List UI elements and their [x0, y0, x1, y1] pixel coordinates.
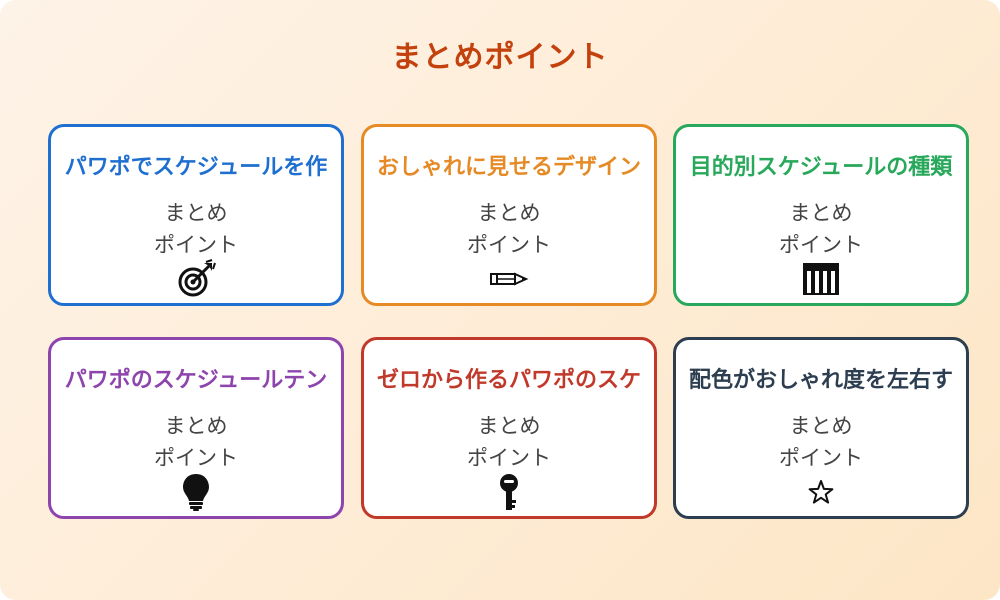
pencil-icon — [364, 259, 654, 299]
card-subtitle-line2: ポイント — [779, 233, 863, 257]
summary-card-3: 目的別スケジュールの種類 まとめ ポイント — [673, 124, 969, 306]
card-subtitle-line2: ポイント — [467, 233, 551, 257]
card-subtitle-line2: ポイント — [154, 233, 238, 257]
card-subtitle: まとめ ポイント — [51, 197, 341, 261]
card-subtitle-line1: まとめ — [789, 414, 853, 438]
card-subtitle-line1: まとめ — [477, 201, 541, 225]
card-subtitle: まとめ ポイント — [51, 410, 341, 474]
card-subtitle-line1: まとめ — [789, 201, 853, 225]
card-title: ゼロから作るパワポのスケ — [376, 368, 641, 393]
card-title: パワポでスケジュールを作 — [64, 155, 328, 180]
card-subtitle-line2: ポイント — [154, 446, 238, 470]
card-subtitle-line1: まとめ — [477, 414, 541, 438]
card-title: 目的別スケジュールの種類 — [689, 155, 953, 180]
card-subtitle: まとめ ポイント — [364, 410, 654, 474]
piano-icon — [676, 259, 966, 299]
star-icon — [676, 472, 966, 512]
card-title: パワポのスケジュールテン — [64, 368, 328, 393]
card-subtitle-line1: まとめ — [164, 201, 228, 225]
card-subtitle: まとめ ポイント — [364, 197, 654, 261]
target-icon — [51, 259, 341, 299]
summary-card-4: パワポのスケジュールテン まとめ ポイント — [48, 337, 344, 519]
card-subtitle: まとめ ポイント — [676, 197, 966, 261]
card-title: 配色がおしゃれ度を左右す — [688, 368, 953, 393]
card-title: おしゃれに見せるデザイン — [376, 155, 641, 180]
card-subtitle-line2: ポイント — [467, 446, 551, 470]
key-icon — [364, 472, 654, 512]
lightbulb-icon — [51, 472, 341, 512]
summary-card-2: おしゃれに見せるデザイン まとめ ポイント — [361, 124, 657, 306]
card-subtitle-line1: まとめ — [164, 414, 228, 438]
summary-card-6: 配色がおしゃれ度を左右す まとめ ポイント — [673, 337, 969, 519]
card-subtitle: まとめ ポイント — [676, 410, 966, 474]
summary-card-5: ゼロから作るパワポのスケ まとめ ポイント — [361, 337, 657, 519]
card-subtitle-line2: ポイント — [779, 446, 863, 470]
summary-card-1: パワポでスケジュールを作 まとめ ポイント — [48, 124, 344, 306]
page-title: まとめポイント — [391, 40, 609, 75]
